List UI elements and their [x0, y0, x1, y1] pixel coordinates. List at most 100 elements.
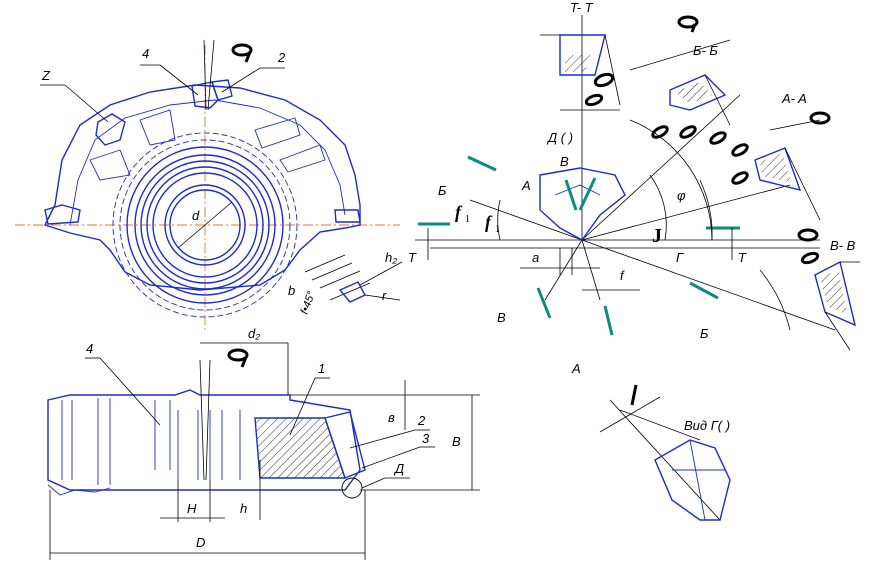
section-bb	[629, 15, 731, 145]
inner-contour	[69, 99, 346, 226]
label-d-letter: Д	[393, 461, 404, 476]
insert-view-g	[654, 439, 731, 521]
label-2-bot: 2	[417, 413, 426, 428]
arc-aa	[699, 179, 713, 241]
leader-z	[64, 84, 109, 123]
label-phi: φ	[677, 188, 686, 203]
insert-tip-shape	[539, 167, 626, 241]
label-a-dim: a	[532, 250, 539, 265]
label-v-bottom: B	[497, 310, 506, 325]
svg-text:1: 1	[465, 214, 470, 225]
ray-vv	[581, 239, 836, 331]
section-aa	[731, 111, 831, 221]
ring-2	[134, 154, 276, 296]
marker-a-bottom	[603, 305, 614, 336]
arc-f1	[497, 199, 501, 241]
gamma-ref-line-2	[207, 39, 215, 111]
label-v-small: B	[560, 154, 569, 169]
view-g-ray-1	[599, 396, 661, 433]
front-view: d Z 4 2 h₂ b f•45° r	[15, 39, 403, 330]
marker-v-top	[564, 179, 578, 211]
arc-phi	[649, 174, 667, 241]
leader-4-bot	[99, 357, 161, 426]
arc-vv	[759, 269, 791, 331]
bore-inner	[169, 189, 241, 261]
svg-text:1: 1	[495, 224, 500, 235]
label-D: D	[196, 535, 205, 550]
label-3: 3	[422, 431, 430, 446]
label-bb: Б- Б	[693, 43, 718, 58]
label-d2: d₂	[248, 326, 260, 341]
label-4-top: 4	[142, 46, 149, 61]
insert-view-g-line-2	[689, 439, 706, 521]
pocket-1	[254, 117, 301, 149]
leader-1	[289, 377, 316, 436]
leader-4	[159, 64, 199, 96]
label-t-left: T	[408, 250, 417, 265]
arc-bb	[629, 119, 713, 241]
ring-dashed-outer	[112, 132, 298, 318]
label-B-dim: B	[452, 434, 461, 449]
insert-tip-inner	[554, 184, 601, 196]
bore-outer	[164, 184, 246, 266]
label-h: h	[240, 501, 247, 516]
insert-top-2	[211, 79, 233, 101]
label-h2: h₂	[385, 250, 397, 265]
ring-1	[126, 146, 284, 304]
section-tt	[540, 34, 621, 111]
insert-left	[44, 204, 81, 225]
ring-5	[152, 172, 258, 278]
label-z: Z	[41, 68, 51, 83]
insert-detail	[304, 254, 403, 303]
f1-symbol-2: f 1	[485, 212, 500, 235]
label-f-dim: f	[620, 268, 625, 283]
pocket-3	[89, 149, 131, 181]
ray-bb	[581, 94, 741, 241]
pocket-4	[139, 109, 176, 146]
ring-4	[146, 166, 264, 284]
svg-text:f: f	[455, 202, 463, 222]
label-f45: f•45°	[299, 289, 319, 316]
insert-bottom	[47, 484, 111, 496]
marker-a-top	[578, 177, 597, 211]
geometry-diagram: T- T Д ( ) B A Б T T B A Б	[408, 0, 860, 376]
lambda-mark	[630, 384, 638, 406]
leader-2	[221, 67, 261, 93]
gamma-symbol-bottom	[227, 348, 249, 368]
label-d-view: Д ( )	[546, 130, 573, 145]
side-section: D H h B в d₂ 4 1 2 3	[47, 326, 480, 560]
label-b-left: Б	[438, 183, 447, 198]
label-vid-g: Вид Г( )	[684, 418, 730, 433]
label-d: d	[192, 208, 200, 223]
pocket-2	[279, 144, 326, 173]
label-b: b	[288, 283, 295, 298]
hatched-body	[255, 418, 345, 478]
lambda-symbol: J	[652, 225, 662, 247]
label-a-bottom: A	[571, 361, 581, 376]
section-vv	[797, 228, 860, 351]
view-g: Вид Г( )	[599, 384, 731, 521]
insert-2-section	[324, 411, 366, 479]
marker-b-left	[467, 155, 497, 172]
label-r: r	[382, 288, 387, 303]
marker-b-bottom	[689, 281, 719, 300]
ray-aa	[581, 184, 791, 241]
insert-z	[95, 113, 126, 146]
leader-2-bot	[349, 429, 416, 449]
label-4-bot: 4	[86, 341, 93, 356]
label-H: H	[187, 501, 197, 516]
bore-diameter-line	[177, 201, 233, 249]
gamma-ref-line-3	[199, 359, 205, 481]
label-b-bottom: Б	[700, 326, 709, 341]
ring-3	[140, 160, 270, 290]
ray-left	[469, 199, 583, 241]
label-g-dim: Г	[676, 250, 684, 265]
label-vv: B- B	[830, 238, 856, 253]
ray-down-2	[544, 239, 583, 301]
f1-symbol-1: f 1	[455, 202, 470, 225]
gamma-ref-line-4	[205, 359, 211, 481]
label-t-right: T	[738, 250, 747, 265]
label-aa: A- A	[781, 91, 807, 106]
view-g-ray-3	[619, 409, 701, 441]
